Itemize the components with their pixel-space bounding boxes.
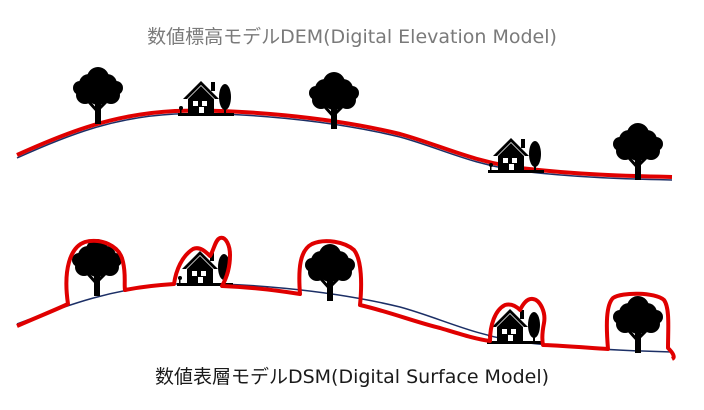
dem-title: 数値標高モデルDEM(Digital Elevation Model) (147, 26, 557, 48)
dem-ground-line (16, 112, 673, 181)
tree-icon (611, 294, 665, 355)
dsm-surface-line (16, 235, 676, 361)
house-icon (488, 138, 544, 173)
dem-terrain-line (16, 108, 673, 179)
tree-icon (71, 65, 125, 126)
dsm-title: 数値表層モデルDSM(Digital Surface Model) (154, 366, 550, 388)
tree-icon (611, 121, 665, 182)
tree-icon (303, 242, 357, 303)
dsm-ground-line (16, 282, 673, 353)
